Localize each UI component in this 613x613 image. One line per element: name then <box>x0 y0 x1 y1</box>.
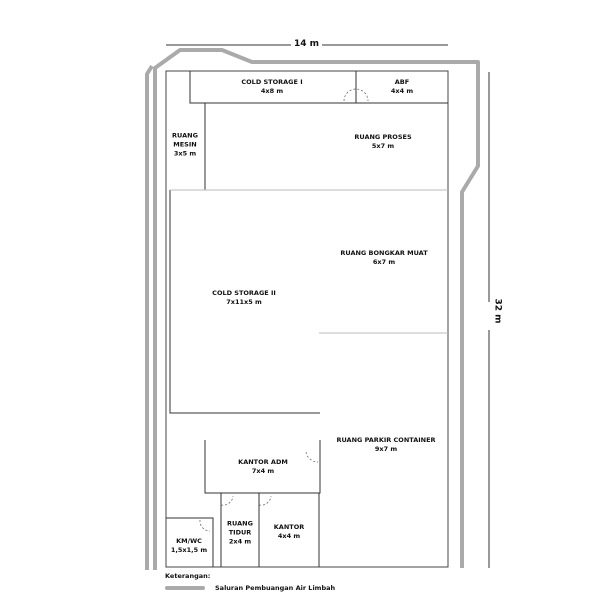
height-dimension-label: 32 m <box>492 295 503 327</box>
room-ruang-parkir-container: RUANG PARKIR CONTAINER 9x7 m <box>336 436 435 454</box>
door-swings <box>199 88 369 532</box>
room-ruang-bongkar-muat: RUANG BONGKAR MUAT 6x7 m <box>340 249 427 267</box>
room-name-line1: RUANG <box>227 519 253 528</box>
room-size: 5x7 m <box>371 142 395 150</box>
room-name: KANTOR ADM <box>238 457 288 466</box>
legend-title: Keterangan: <box>165 572 211 580</box>
room-name-line2: MESIN <box>173 140 197 149</box>
width-dimension-label: 14 m <box>291 39 323 49</box>
room-name: COLD STORAGE I <box>241 77 303 86</box>
room-size: 1,5x1,5 m <box>170 546 208 554</box>
room-size: 9x7 m <box>374 445 398 453</box>
room-name: COLD STORAGE II <box>212 288 276 297</box>
room-size: 6x7 m <box>372 258 396 266</box>
room-name-line1: RUANG <box>172 131 198 140</box>
room-name: RUANG PROSES <box>354 132 412 141</box>
drainage-channel <box>145 48 480 570</box>
room-name-line2: TIDUR <box>228 528 252 537</box>
legend-item-label: Saluran Pembuangan Air Limbah <box>215 584 336 592</box>
room-size: 7x4 m <box>251 467 275 475</box>
room-name: ABF <box>394 77 410 86</box>
room-size: 4x4 m <box>390 87 414 95</box>
room-name: RUANG PARKIR CONTAINER <box>336 435 436 444</box>
outer-boundary <box>165 70 449 568</box>
room-size: 3x5 m <box>173 149 197 158</box>
room-name: RUANG BONGKAR MUAT <box>340 248 428 257</box>
room-size: 7x11x5 m <box>226 298 262 306</box>
room-abf: ABF 4x4 m <box>391 78 413 96</box>
thin-walls <box>170 189 448 334</box>
room-name: KANTOR <box>273 522 305 531</box>
room-km-wc: KM/WC 1,5x1,5 m <box>171 537 207 555</box>
room-cold-storage-1: COLD STORAGE I 4x8 m <box>241 78 302 96</box>
drainage-swatch-icon <box>165 586 205 590</box>
room-size: 4x4 m <box>277 532 301 540</box>
room-ruang-proses: RUANG PROSES 5x7 m <box>354 133 411 151</box>
legend-item: Saluran Pembuangan Air Limbah <box>165 584 335 592</box>
room-ruang-mesin: RUANG MESIN 3x5 m <box>172 131 198 158</box>
room-kantor: KANTOR 4x4 m <box>274 523 304 541</box>
room-kantor-adm: KANTOR ADM 7x4 m <box>238 458 288 476</box>
room-name: KM/WC <box>176 536 202 545</box>
room-size: 4x8 m <box>260 87 284 95</box>
room-ruang-tidur: RUANG TIDUR 2x4 m <box>227 519 253 546</box>
room-cold-storage-2: COLD STORAGE II 7x11x5 m <box>212 289 276 307</box>
room-size: 2x4 m <box>228 537 252 546</box>
